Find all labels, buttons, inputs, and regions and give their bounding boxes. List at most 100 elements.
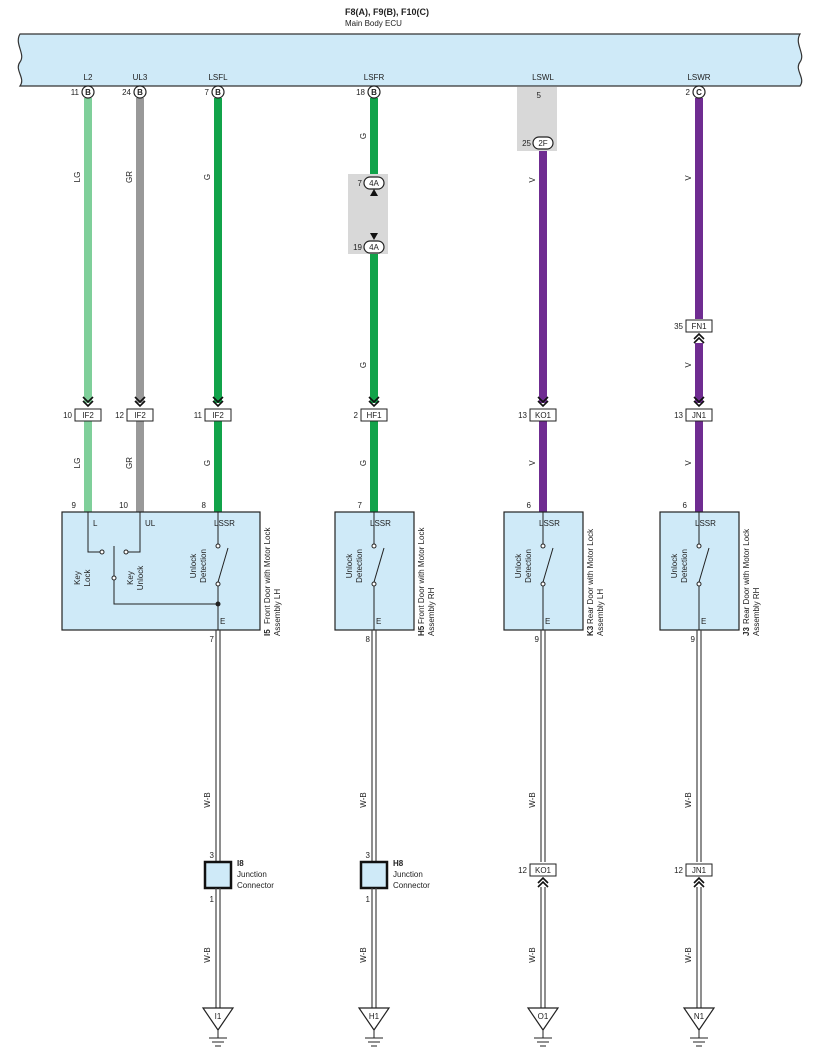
wire-color-upper-lsfl: G <box>203 174 212 180</box>
inline-conn-lswr-label: FN1 <box>691 322 707 331</box>
junction-lswr-label: JN1 <box>692 411 707 420</box>
ecu-pin-lsfl-letter: B <box>215 88 221 97</box>
junction-l2-label: IF2 <box>82 411 94 420</box>
junction-lsfr-chevron <box>368 400 380 408</box>
component-id-k3: K3 <box>586 625 595 636</box>
ground-run-h1-color-upper: W-B <box>359 792 368 807</box>
label-key-lock-2: Lock <box>83 569 92 587</box>
inline-conn-lswr-box <box>685 319 713 333</box>
junction-lswl-label: KO1 <box>535 411 552 420</box>
ecu-signal-lswr: LSWR <box>687 73 710 82</box>
junction-ul3-chevron <box>134 396 146 404</box>
label-key-unlock-1: Key <box>126 571 135 585</box>
inline-pin-lswr: 35 <box>674 322 683 331</box>
switch-blade-k3 <box>542 547 554 583</box>
ground-run-o1-junction-box <box>529 863 557 877</box>
wire-color-upper-lsfr: G <box>359 133 368 139</box>
pin-label-lssr-k3: LSSR <box>539 519 560 528</box>
key-common-junction-dot <box>215 601 221 607</box>
junction-lswl-box <box>529 408 557 422</box>
component-name-line1-j3: Rear Door with Motor Lock <box>742 528 751 624</box>
ground-run-h1-jtop-pin: 3 <box>366 851 371 860</box>
ground-run-o1-junction-chevron <box>537 880 549 888</box>
component-name-line2-h5: Assembly RH <box>427 587 436 636</box>
ecu-signal-ul3: UL3 <box>133 73 148 82</box>
switch-blade-i5 <box>217 547 229 583</box>
ecu-pin-num-l2: 11 <box>71 88 80 97</box>
ground-run-o1-junction-chevron <box>537 876 549 884</box>
ecu-signal-l2: L2 <box>84 73 93 82</box>
ground-pin-k3: 9 <box>535 635 540 644</box>
label-unlock-h5: Unlock <box>345 553 354 578</box>
ground-run-n1-junction-box <box>685 863 713 877</box>
ecu-pin-ul3-letter: B <box>137 88 143 97</box>
wire-color-lower-lsfl: G <box>203 460 212 466</box>
junction-pin-lswl: 13 <box>518 411 527 420</box>
ground-run-h1-jbottom-pin: 1 <box>366 895 371 904</box>
wire-color-upper-lswr: V <box>684 175 693 181</box>
switch-contact-2-j3 <box>696 581 702 587</box>
label-unlock-j3: Unlock <box>670 553 679 578</box>
junction-pin-lsfl: 11 <box>194 411 203 420</box>
ecu-pin-lswr-circle <box>692 85 706 99</box>
ground-run-o1-junction-pin: 12 <box>518 866 527 875</box>
ground-run-n1-junction-chevron <box>693 880 705 888</box>
ground-run-o1-color-lower: W-B <box>528 947 537 962</box>
inline-bottom-lsfr-label: 4A <box>369 243 379 252</box>
ground-run-i1-color-upper: W-B <box>203 792 212 807</box>
junction-lsfl-chevron <box>212 396 224 404</box>
junction-lsfr-chevron <box>368 396 380 404</box>
pin-label-lssr-i5: LSSR <box>214 519 235 528</box>
ecu-body <box>17 33 803 87</box>
key-common-wire <box>113 580 218 605</box>
switch-contact-i5 <box>215 543 221 549</box>
ecu-pin-ul3-circle <box>133 85 147 99</box>
pin-label-ul: UL <box>145 519 156 528</box>
switch-contact-j3 <box>696 543 702 549</box>
ground-run-i1-jname1: Junction <box>237 870 267 879</box>
ecu-signal-lswl: LSWL <box>532 73 554 82</box>
wire-color-upper-lswl: V <box>528 177 537 183</box>
component-box-i5 <box>61 511 261 631</box>
comp-pin-lsfl: 8 <box>202 501 207 510</box>
junction-lsfl-chevron <box>212 400 224 408</box>
junction-ul3-label: IF2 <box>134 411 146 420</box>
switch-blade-h5 <box>373 547 385 583</box>
key-unlock-wire <box>126 512 141 553</box>
switch-contact-2-h5 <box>371 581 377 587</box>
inline-arrow-down-lsfr <box>370 233 378 240</box>
wire-color-upper-l2: LG <box>73 172 82 183</box>
junction-pin-lsfr: 2 <box>354 411 359 420</box>
component-id-i5: I5 <box>263 629 272 636</box>
wire-color-mid-lsfr: G <box>359 362 368 368</box>
label-detection-i5: Detection <box>199 549 208 583</box>
ground-run-i1-label: I1 <box>215 1012 222 1021</box>
component-id-j3: J3 <box>742 627 751 636</box>
ecu-pin-lsfr-letter: B <box>371 88 377 97</box>
junction-pin-ul3: 12 <box>115 411 124 420</box>
pin-label-e-h5: E <box>376 617 381 626</box>
ecu-pin-num-lswr: 2 <box>686 88 691 97</box>
comp-pin-ul3: 10 <box>119 501 128 510</box>
ground-run-o1-triangle <box>526 1007 560 1032</box>
inline-arrow-up-lsfr <box>370 189 378 196</box>
label-detection-j3: Detection <box>680 549 689 583</box>
ecu-pin-lsfr-circle <box>367 85 381 99</box>
component-name-line2-i5: Assembly LH <box>273 589 282 636</box>
junction-lswr-box <box>685 408 713 422</box>
ground-run-n1-junction-label: JN1 <box>692 866 707 875</box>
ecu-signal-lsfl: LSFL <box>208 73 228 82</box>
junction-ul3-box <box>126 408 154 422</box>
junction-lswl-chevron <box>537 400 549 408</box>
comp-pin-lswl: 6 <box>527 501 532 510</box>
switch-contact-h5 <box>371 543 377 549</box>
wire-color-mid-lswr: V <box>684 362 693 368</box>
component-name-line2-k3: Assembly LH <box>596 589 605 636</box>
ecu-pin-lswl: 5 <box>537 91 542 100</box>
junction-lswl-chevron <box>537 396 549 404</box>
ground-run-i1-triangle <box>201 1007 235 1032</box>
ground-run-i1-jbox <box>203 860 233 890</box>
wire-color-lower-l2: LG <box>73 458 82 469</box>
switch-contact-k3 <box>540 543 546 549</box>
